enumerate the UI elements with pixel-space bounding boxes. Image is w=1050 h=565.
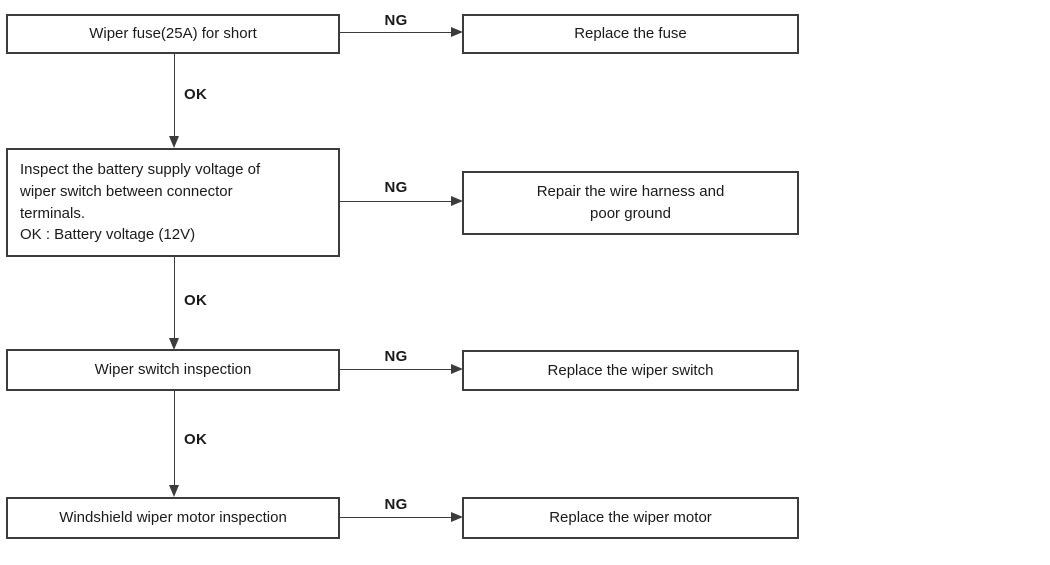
- arrowhead-right-icon: [451, 364, 463, 374]
- step3-ok-arrow-line: [174, 391, 175, 485]
- arrowhead-down-icon: [169, 136, 179, 148]
- step4-check-box: Windshield wiper motor inspection: [6, 497, 340, 539]
- step3-ng-arrow-line: [340, 369, 452, 370]
- arrowhead-down-icon: [169, 338, 179, 350]
- step2-check-box: Inspect the battery supply voltage of wi…: [6, 148, 340, 257]
- step3-ok-label: OK: [184, 431, 208, 448]
- step3-ng-label: NG: [384, 348, 408, 365]
- step3-check-box: Wiper switch inspection: [6, 349, 340, 391]
- step4-ng-label: NG: [384, 496, 408, 513]
- arrowhead-right-icon: [451, 196, 463, 206]
- step1-check-box: Wiper fuse(25A) for short: [6, 14, 340, 54]
- step1-ng-label: NG: [384, 12, 408, 29]
- step4-ng-arrow-line: [340, 517, 452, 518]
- step2-ng-arrow-line: [340, 201, 452, 202]
- step1-ng-arrow-line: [340, 32, 452, 33]
- step2-ng-label: NG: [384, 179, 408, 196]
- step3-action-box: Replace the wiper switch: [462, 350, 799, 391]
- step2-action-box: Repair the wire harness and poor ground: [462, 171, 799, 235]
- step4-action-box: Replace the wiper motor: [462, 497, 799, 539]
- step1-ok-label: OK: [184, 86, 208, 103]
- step2-ok-arrow-line: [174, 257, 175, 338]
- step1-action-box: Replace the fuse: [462, 14, 799, 54]
- arrowhead-right-icon: [451, 27, 463, 37]
- arrowhead-right-icon: [451, 512, 463, 522]
- step1-ok-arrow-line: [174, 54, 175, 136]
- arrowhead-down-icon: [169, 485, 179, 497]
- step2-ok-label: OK: [184, 292, 208, 309]
